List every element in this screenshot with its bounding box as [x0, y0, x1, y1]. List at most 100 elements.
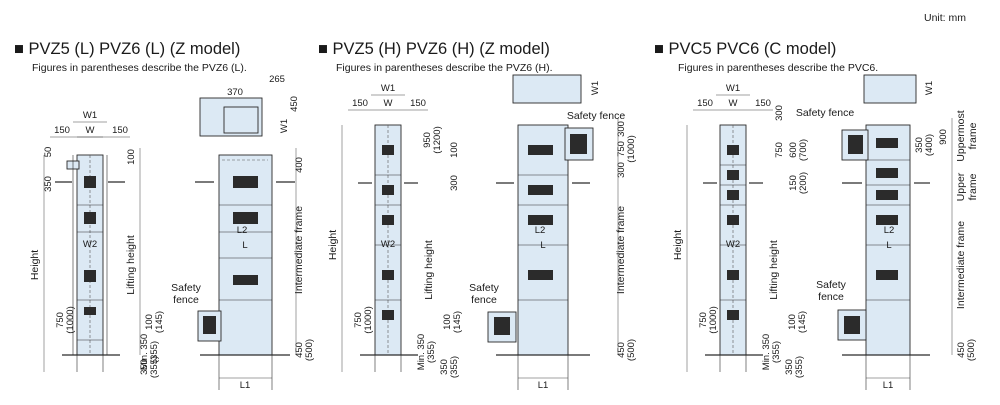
svg-text:300: 300 [449, 175, 460, 191]
lifting-height-label: Lifting height [768, 240, 780, 300]
svg-text:(1000): (1000) [626, 135, 637, 162]
svg-text:(1000): (1000) [363, 306, 374, 333]
w2-label: W2 [726, 239, 740, 250]
svg-text:100: 100 [449, 142, 460, 158]
svg-text:450: 450 [616, 342, 627, 358]
svg-text:L: L [886, 240, 891, 251]
svg-text:(500): (500) [304, 339, 315, 361]
svg-text:L1: L1 [538, 380, 549, 391]
svg-text:150: 150 [54, 125, 70, 136]
panel-subtitle: Figures in parentheses describe the PVZ6… [336, 62, 553, 74]
w2-label: W2 [83, 239, 97, 250]
svg-text:450: 450 [294, 342, 305, 358]
svg-text:350: 350 [439, 359, 450, 375]
front-view [195, 97, 295, 390]
svg-text:Min. 350: Min. 350 [761, 334, 772, 370]
panel-pvc: ■ PVC5 PVC6 (C model) Figures in parenth… [654, 40, 979, 391]
plan-view [512, 74, 582, 104]
svg-text:L2: L2 [535, 225, 546, 236]
svg-text:750: 750 [616, 141, 627, 157]
svg-text:L1: L1 [240, 380, 251, 391]
svg-text:150: 150 [352, 98, 368, 109]
svg-text:Safety: Safety [171, 282, 202, 294]
svg-text:300: 300 [774, 105, 785, 121]
svg-text:L2: L2 [884, 225, 895, 236]
intermediate-frame-label: Intermediate frame [955, 221, 967, 309]
svg-text:(355): (355) [449, 356, 460, 378]
svg-text:750: 750 [353, 312, 364, 328]
front-frame [218, 154, 273, 356]
svg-text:L1: L1 [883, 380, 894, 391]
svg-text:100: 100 [144, 314, 155, 330]
svg-text:Upper: Upper [955, 172, 967, 201]
svg-text:(700): (700) [798, 139, 809, 161]
svg-text:W1: W1 [590, 81, 601, 95]
panel-title: ■ PVC5 PVC6 (C model) [654, 40, 836, 58]
svg-text:(500): (500) [626, 339, 637, 361]
unit-label: Unit: mm [924, 12, 966, 24]
svg-text:Safety fence: Safety fence [567, 110, 626, 122]
panel-pvz-h: ■ PVZ5 (H) PVZ6 (H) (Z model) Figures in… [318, 40, 637, 391]
side-view [55, 154, 125, 372]
svg-text:100: 100 [126, 149, 137, 165]
svg-text:100: 100 [787, 314, 798, 330]
front-view [487, 74, 594, 390]
svg-text:(355): (355) [149, 341, 160, 363]
svg-text:950: 950 [422, 132, 433, 148]
svg-text:W1: W1 [83, 110, 97, 121]
height-label: Height [29, 250, 41, 280]
plan-view [863, 74, 917, 104]
svg-text:(1000): (1000) [65, 306, 76, 333]
svg-text:600: 600 [788, 142, 799, 158]
svg-text:300: 300 [616, 121, 627, 137]
svg-text:Safety fence: Safety fence [796, 107, 855, 119]
lifting-height-label: Lifting height [125, 235, 137, 295]
height-label: Height [672, 230, 684, 260]
svg-text:750: 750 [774, 142, 785, 158]
svg-text:W1: W1 [381, 83, 395, 94]
svg-text:150: 150 [755, 98, 771, 109]
svg-text:150: 150 [697, 98, 713, 109]
w2-label: W2 [381, 239, 395, 250]
svg-text:W: W [86, 125, 95, 136]
safety-fence [564, 127, 594, 161]
svg-text:frame: frame [967, 122, 979, 149]
svg-text:265: 265 [269, 74, 285, 85]
svg-text:900: 900 [938, 129, 949, 145]
svg-text:frame: frame [967, 173, 979, 200]
svg-text:350: 350 [139, 359, 150, 375]
vent-grille [84, 176, 96, 188]
panel-pvz-l: ■ PVZ5 (L) PVZ6 (L) (Z model) Figures in… [14, 40, 315, 391]
svg-text:(400): (400) [924, 134, 935, 156]
svg-text:(500): (500) [966, 339, 977, 361]
vent-grille [876, 138, 898, 148]
svg-text:(145): (145) [797, 311, 808, 333]
svg-text:150: 150 [410, 98, 426, 109]
svg-text:fence: fence [818, 291, 844, 303]
svg-text:300: 300 [616, 162, 627, 178]
front-view [837, 74, 930, 390]
svg-text:(355): (355) [426, 341, 437, 363]
svg-text:L2: L2 [237, 225, 248, 236]
panel-title: ■ PVZ5 (H) PVZ6 (H) (Z model) [318, 40, 550, 58]
svg-text:750: 750 [55, 312, 66, 328]
svg-text:50: 50 [43, 147, 54, 158]
svg-text:W: W [729, 98, 738, 109]
svg-text:(355): (355) [794, 356, 805, 378]
svg-text:(355): (355) [771, 341, 782, 363]
svg-text:(1200): (1200) [432, 126, 443, 153]
svg-text:fence: fence [471, 294, 497, 306]
panel-title: ■ PVZ5 (L) PVZ6 (L) (Z model) [14, 40, 240, 58]
svg-text:Min. 350: Min. 350 [416, 334, 427, 370]
svg-text:100: 100 [442, 314, 453, 330]
svg-text:350: 350 [914, 137, 925, 153]
svg-text:(355): (355) [149, 356, 160, 378]
svg-text:(200): (200) [798, 172, 809, 194]
svg-text:W: W [384, 98, 393, 109]
panel-subtitle: Figures in parentheses describe the PVZ6… [32, 62, 247, 74]
svg-text:450: 450 [289, 96, 300, 112]
front-frame [517, 124, 569, 356]
intermediate-frame-label: Intermediate frame [615, 206, 627, 294]
panel-subtitle: Figures in parentheses describe the PVC6… [678, 62, 878, 74]
svg-text:(1000): (1000) [708, 306, 719, 333]
